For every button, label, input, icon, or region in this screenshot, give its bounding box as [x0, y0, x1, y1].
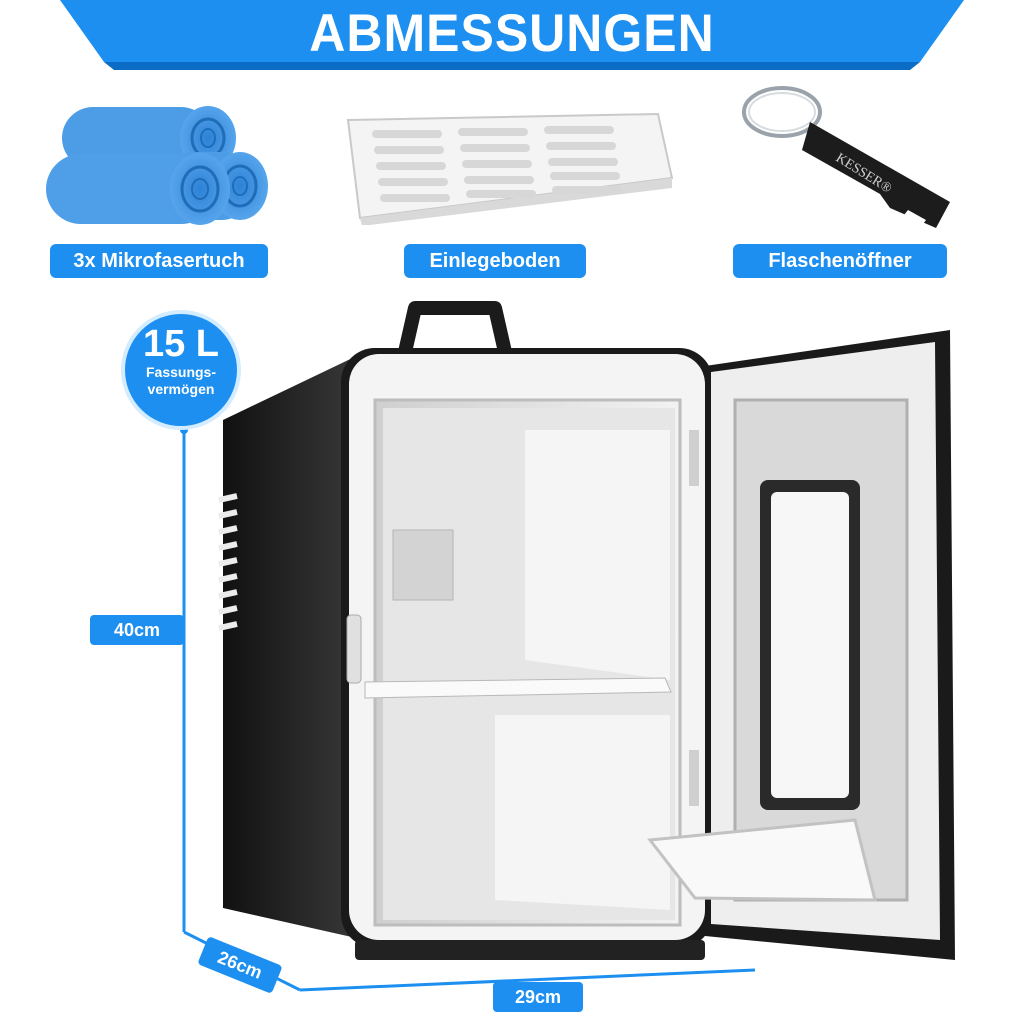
banner-shape [60, 0, 964, 70]
capacity-badge: 15 L Fassungs- vermögen [121, 310, 241, 430]
width-label: 29cm [493, 982, 583, 1012]
shelf-icon [346, 112, 674, 225]
opener-label: Flaschenöffner [733, 244, 947, 278]
towel-label: 3x Mikrofasertuch [50, 244, 268, 278]
towel-icon [46, 106, 268, 225]
bottle-opener-icon: KESSER® [742, 86, 950, 228]
capacity-label-line2: vermögen [147, 381, 215, 397]
capacity-value: 15 L [142, 323, 220, 365]
height-label: 40cm [90, 615, 184, 645]
mini-fridge-illustration [218, 301, 955, 960]
page-title: ABMESSUNGEN [309, 3, 715, 63]
capacity-label-line1: Fassungs- [145, 364, 216, 380]
shelf-label: Einlegeboden [404, 244, 586, 278]
header-banner: ABMESSUNGEN [60, 0, 964, 70]
